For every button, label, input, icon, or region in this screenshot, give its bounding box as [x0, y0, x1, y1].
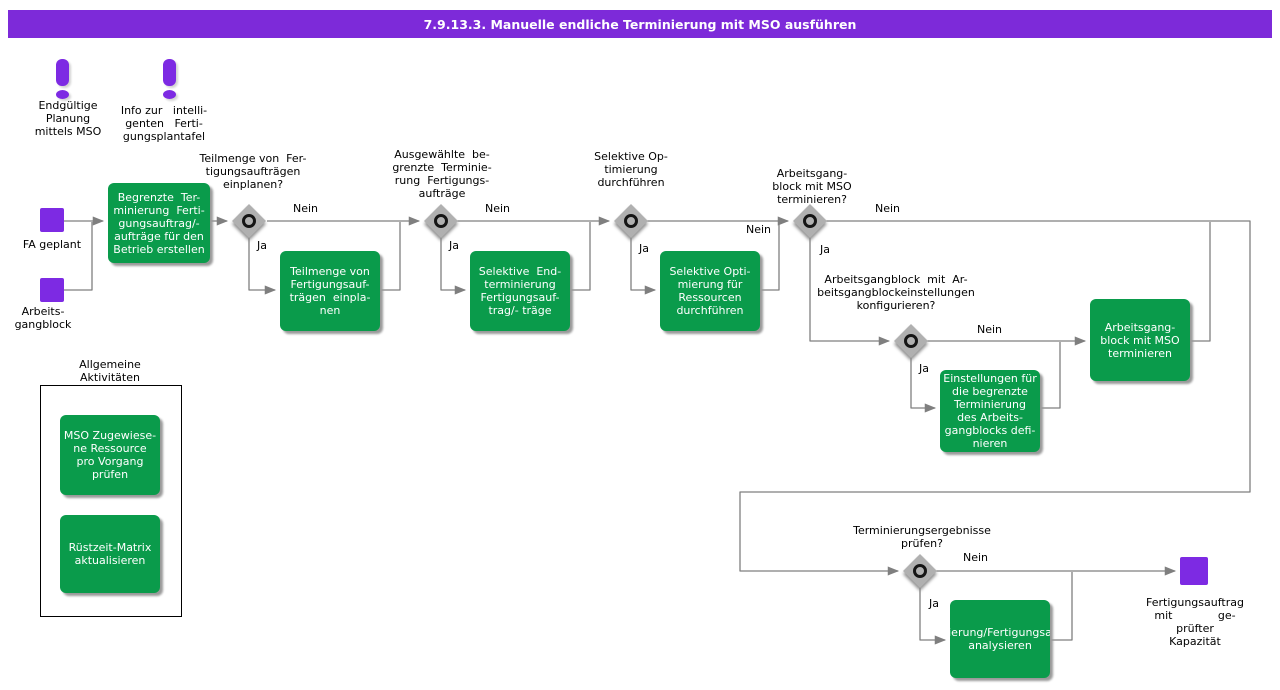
container-label: Allgemeine Aktivitäten — [79, 358, 141, 384]
flow-task3-merge — [570, 222, 591, 291]
note-label: Info zur intelli- genten Ferti- gungspla… — [120, 104, 208, 143]
diagram-title: 7.9.13.3. Manuelle endliche Terminierung… — [423, 16, 857, 32]
general-activities-frame — [40, 385, 182, 617]
circle-icon — [803, 214, 817, 228]
flow-task6-merge — [1190, 222, 1211, 342]
task-ruestzeit-matrix[interactable]: Rüstzeit-Matrix aktualisieren — [60, 515, 160, 593]
note-label: Endgültige Planung mittels MSO — [34, 99, 102, 138]
circle-icon — [624, 214, 638, 228]
gateway-ergebnisse-pruefen[interactable] — [902, 553, 938, 589]
ja-label: Ja — [919, 362, 929, 375]
start-event-arbeitsgangblock[interactable] — [40, 278, 64, 302]
nein-label: Nein — [963, 551, 989, 564]
gateway-question: Teilmenge von Fer- tigungsaufträgen einp… — [199, 152, 307, 191]
flow-task5-merge — [1040, 342, 1061, 409]
circle-icon — [904, 334, 918, 348]
gateway-teilmenge[interactable] — [231, 203, 267, 239]
task-analysieren[interactable]: ierung/Fertigungsa analysieren — [950, 600, 1050, 678]
flow-start2-merge — [64, 222, 93, 291]
circle-icon — [434, 214, 448, 228]
start-event-label: Arbeits- gangblock — [14, 305, 72, 331]
exclamation-dot — [163, 90, 176, 99]
exclamation-bar — [163, 59, 176, 86]
nein-label: Nein — [746, 223, 772, 236]
flow-task4-merge — [760, 222, 780, 291]
flow-gw4-nein-gw6 — [739, 220, 1251, 576]
circle-icon — [913, 564, 927, 578]
ja-label: Ja — [929, 597, 939, 610]
flow-gw5-ja-task5 — [910, 357, 937, 413]
nein-label: Nein — [485, 202, 511, 215]
exclamation-icon[interactable] — [55, 59, 71, 101]
ja-label: Ja — [820, 243, 830, 256]
diagram-title-bar: 7.9.13.3. Manuelle endliche Terminierung… — [8, 10, 1272, 38]
flow-gw4-ja-gw5 — [809, 237, 891, 346]
nein-label: Nein — [875, 202, 901, 215]
flow-task2-merge — [380, 222, 401, 291]
ja-label: Ja — [449, 239, 459, 252]
ja-label: Ja — [639, 242, 649, 255]
end-event-label: Fertigungsauftrag mit ge- prüfter Kapazi… — [1146, 596, 1244, 648]
task-selektive-endterminierung[interactable]: Selektive End- terminierung Fertigungsau… — [470, 251, 570, 331]
exclamation-bar — [56, 59, 69, 86]
gateway-question: Terminierungsergebnisse prüfen? — [853, 524, 991, 550]
exclamation-dot — [56, 90, 69, 99]
gateway-einstellungen-konfigurieren[interactable] — [893, 323, 929, 359]
task-arbeitsgangblock-terminieren[interactable]: Arbeitsgang- block mit MSO terminieren — [1090, 299, 1190, 381]
flow-task7-merge — [1050, 572, 1073, 641]
gateway-question: Arbeitsgang- block mit MSO terminieren? — [772, 167, 852, 206]
nein-label: Nein — [293, 202, 319, 215]
task-selektive-optimierung[interactable]: Selektive Opti- mierung für Ressourcen d… — [660, 251, 760, 331]
flow-gw1-ja-task2 — [248, 237, 277, 295]
gateway-arbeitsgangblock-mso[interactable] — [792, 203, 828, 239]
start-event-label: FA geplant — [22, 238, 82, 251]
end-event[interactable] — [1180, 557, 1208, 585]
task-teilmenge-einplanen[interactable]: Teilmenge von Fertigungsauf- trägen einp… — [280, 251, 380, 331]
circle-icon — [242, 214, 256, 228]
flow-gw2-ja-task3 — [440, 237, 467, 295]
gateway-selektive-optimierung[interactable] — [613, 203, 649, 239]
ja-label: Ja — [257, 239, 267, 252]
task-begrenzte-terminierung[interactable]: Begrenzte Ter- minierung Ferti- gungsauf… — [108, 183, 210, 263]
gateway-question: Ausgewählte be- grenzte Terminie- rung F… — [392, 148, 492, 200]
flow-gw6-ja-task7 — [919, 587, 947, 645]
task-einstellungen-definieren[interactable]: Einstellungen für die begrenzte Terminie… — [940, 370, 1040, 452]
exclamation-icon[interactable] — [162, 59, 178, 101]
gateway-question: Arbeitsgangblock mit Ar- beitsgangblocke… — [817, 273, 975, 312]
task-mso-ressource-pruefen[interactable]: MSO Zugewiese- ne Ressource pro Vorgang … — [60, 415, 160, 495]
start-event-fa-geplant[interactable] — [40, 208, 64, 232]
gateway-question: Selektive Op- timierung durchführen — [594, 150, 668, 189]
gateway-ausgewaehlte-terminierung[interactable] — [423, 203, 459, 239]
nein-label: Nein — [977, 323, 1003, 336]
flow-gw3-ja-task4 — [630, 237, 657, 295]
